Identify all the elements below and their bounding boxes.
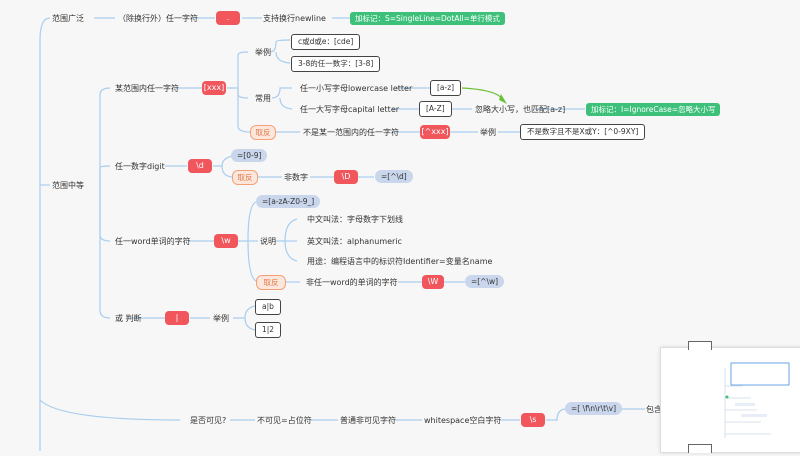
minimap[interactable] [660,347,800,453]
node-digit-symbol[interactable]: \d [188,159,212,173]
node-lowercase[interactable]: 任一小写字母lowercase letter [300,84,413,93]
node-whitespace-eq[interactable]: =[ \f\n\r\t\v] [565,402,623,415]
node-ignorecase-mark[interactable]: 加标记：I=IgnoreCase=忽略大小写 [586,103,721,116]
node-bracket-symbol[interactable]: [xxx] [202,81,226,95]
node-invisible[interactable]: 不可见=占位符 [257,416,312,425]
node-nondigit-symbol[interactable]: \D [334,170,358,184]
node-common-invisible[interactable]: 普通非可见字符 [340,416,396,425]
node-bracket-negate-example[interactable]: 举例 [480,128,496,137]
node-word-eq[interactable]: =[a-zA-Z0-9_] [256,195,321,208]
node-bracket-common[interactable]: 常用 [255,94,271,103]
node-ignore-case[interactable]: 忽略大小写，也匹配[a-z] [475,105,566,114]
node-word-cn[interactable]: 中文叫法：字母数字下划线 [307,215,403,224]
node-nonword-symbol[interactable]: \W [422,275,444,289]
node-word-explain[interactable]: 说明 [260,237,276,246]
node-digit-negate[interactable]: 取反 [232,170,258,185]
node-bracket-ex2[interactable]: 3-8的任一数字：[3-8] [291,56,381,72]
node-visible-q[interactable]: 是否可见? [190,416,227,425]
node-bracket-example[interactable]: 举例 [255,48,271,57]
minimap-tab-top [688,341,712,350]
node-digit-label[interactable]: 任一数字digit [115,162,165,171]
node-bracket-negate[interactable]: 取反 [250,125,276,140]
node-word-symbol[interactable]: \w [214,234,238,248]
node-whitespace[interactable]: whitespace空白字符 [424,416,502,425]
node-or-label[interactable]: 或 判断 [115,314,142,323]
node-dot-symbol[interactable]: . [216,11,240,25]
node-uppercase-symbol[interactable]: [A-Z] [419,101,452,117]
node-bracket-ex1[interactable]: c或d或e：[cde] [291,34,361,50]
node-word-negate-desc[interactable]: 非任一word的单词的字符 [306,278,398,287]
node-nondigit-eq[interactable]: =[^\d] [375,170,413,183]
node-lowercase-symbol[interactable]: [a-z] [430,80,462,96]
node-bracket-negate-desc[interactable]: 不是某一范围内的任一字符 [303,128,399,137]
node-word-usage[interactable]: 用途：编程语言中的标识符Identifier=变量名name [307,257,493,266]
node-or-ex1[interactable]: a|b [255,299,281,315]
node-bracket-negate-symbol[interactable]: [^xxx] [420,125,450,139]
node-word-en[interactable]: 英文叫法：alphanumeric [307,237,402,246]
node-range-wide[interactable]: 范围广泛 [52,14,84,23]
node-digit-eq[interactable]: =[0-9] [231,149,268,162]
node-range-mid[interactable]: 范围中等 [52,181,84,190]
node-uppercase[interactable]: 任一大写字母capital letter [300,105,400,114]
node-digit-negate-desc[interactable]: 非数字 [284,173,308,182]
node-whitespace-symbol[interactable]: \s [521,413,545,427]
node-singleline-mark[interactable]: 加标记：S=SingleLine=DotAll=单行模式 [350,12,505,25]
node-bracket-negate-ex[interactable]: 不是数字且不是X或Y：[^0-9XY] [520,124,646,140]
node-nonword-eq[interactable]: =[^\w] [465,275,505,288]
node-any-char[interactable]: （除换行外）任一字符 [118,14,198,23]
node-bracket-label[interactable]: 某范围内任一字符 [115,84,179,93]
minimap-tab-bottom [688,444,712,453]
node-or-example[interactable]: 举例 [213,314,229,323]
node-or-ex2[interactable]: 1|2 [255,322,282,338]
node-word-label[interactable]: 任一word单词的字符 [115,237,191,246]
node-or-symbol[interactable]: | [165,311,189,325]
node-contains[interactable]: 包含 [646,405,662,414]
node-word-negate[interactable]: 取反 [256,275,286,290]
minimap-preview [724,362,790,438]
node-support-newline[interactable]: 支持换行newline [263,14,326,23]
